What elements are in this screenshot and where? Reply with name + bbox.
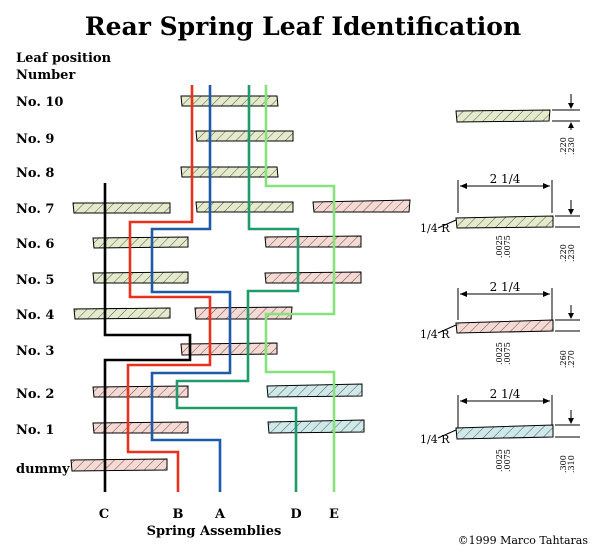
row-label-0: No. 10 — [16, 95, 63, 110]
detail-bottom-offset-1: .0025 — [495, 449, 504, 472]
detail-bottom: 2 1/4 1/4 R .0025 .0075 .300 .310 — [420, 387, 580, 473]
detail-middle1-thickness-1: .220 — [559, 244, 568, 262]
page-title: Rear Spring Leaf Identification — [85, 12, 521, 41]
row-label-3: No. 7 — [16, 202, 54, 217]
leaf-no6-left — [92, 236, 189, 249]
assembly-path-e — [264, 85, 336, 492]
leaf-no5-right — [264, 271, 362, 284]
assembly-letter-e: E — [329, 507, 339, 522]
row-label-7: No. 3 — [16, 344, 54, 359]
leaf-no7-mid — [195, 201, 294, 213]
row-label-10: dummy — [16, 462, 70, 477]
leaf-no4-left — [73, 307, 171, 320]
leaf-no7-left — [72, 202, 171, 214]
leaf-no9 — [195, 130, 294, 142]
heading-number: Number — [16, 68, 75, 83]
detail-middle2: 2 1/4 1/4 R .0025 .0075 .260 .270 — [420, 280, 580, 368]
detail-middle2-thickness-2: .270 — [567, 350, 576, 368]
row-label-2: No. 8 — [16, 166, 54, 181]
assembly-path-c — [103, 183, 192, 492]
leaf-no8 — [180, 166, 279, 178]
copyright-text: ©1999 Marco Tahtaras — [458, 534, 589, 547]
detail-middle1-leaf — [455, 215, 554, 229]
detail-top-thickness-1: .220 — [559, 137, 568, 155]
detail-bottom-thickness-2: .310 — [567, 455, 576, 473]
detail-middle1-radius: 1/4 R — [420, 222, 450, 235]
row-label-4: No. 6 — [16, 237, 54, 252]
detail-middle2-offset-1: .0025 — [495, 342, 504, 365]
assembly-letter-d: D — [290, 507, 301, 522]
row-label-5: No. 5 — [16, 273, 54, 288]
leaf-no2-left — [92, 385, 189, 398]
detail-bottom-leaf — [455, 424, 554, 440]
row-label-1: No. 9 — [16, 132, 54, 147]
row-labels: No. 10 No. 9 No. 8 No. 7 No. 6 No. 5 No. 4 No. … — [16, 95, 70, 477]
assembly-letter-a: A — [214, 507, 226, 522]
detail-top-thickness-2: .230 — [567, 137, 576, 155]
leaf-no1-left — [92, 421, 189, 434]
detail-middle1-offset-1: .0025 — [495, 235, 504, 258]
leaf-no7-right — [312, 199, 411, 213]
leaf-no2-right — [266, 383, 363, 398]
detail-middle2-thickness-1: .260 — [559, 350, 568, 368]
assembly-path-b — [126, 85, 212, 492]
heading-leaf-position: Leaf position — [16, 51, 112, 66]
assembly-paths — [103, 85, 336, 492]
leaf-no5-left — [92, 271, 189, 284]
leaf-dummy — [70, 458, 168, 472]
assembly-path-a — [150, 85, 232, 492]
detail-bottom-thickness-1: .300 — [559, 455, 568, 473]
detail-middle1-offset-2: .0075 — [503, 235, 512, 258]
detail-bottom-offset-2: .0075 — [503, 449, 512, 472]
detail-middle1-width: 2 1/4 — [490, 172, 521, 186]
assembly-path-d — [175, 85, 300, 492]
row-label-8: No. 2 — [16, 387, 54, 402]
leaf-no6-right — [264, 235, 362, 248]
detail-top-leaf — [455, 109, 551, 123]
assembly-letter-b: B — [173, 507, 184, 522]
leaves — [70, 95, 411, 472]
assemblies-caption: Spring Assemblies — [147, 524, 282, 539]
leaf-no10 — [180, 95, 279, 107]
detail-middle2-offset-2: .0075 — [503, 342, 512, 365]
detail-top: .220 .230 — [455, 94, 580, 155]
row-label-9: No. 1 — [16, 423, 54, 438]
detail-middle1: 2 1/4 1/4 R .0025 .0075 .220 .230 — [420, 172, 580, 262]
detail-bottom-width: 2 1/4 — [490, 387, 521, 401]
assembly-letter-c: C — [99, 507, 109, 522]
row-label-6: No. 4 — [16, 308, 54, 323]
detail-middle2-leaf — [455, 319, 554, 334]
detail-middle2-width: 2 1/4 — [490, 280, 521, 294]
leaf-no1-right — [267, 419, 365, 434]
leaf-no4-mid — [194, 306, 293, 320]
detail-middle1-thickness-2: .230 — [567, 244, 576, 262]
